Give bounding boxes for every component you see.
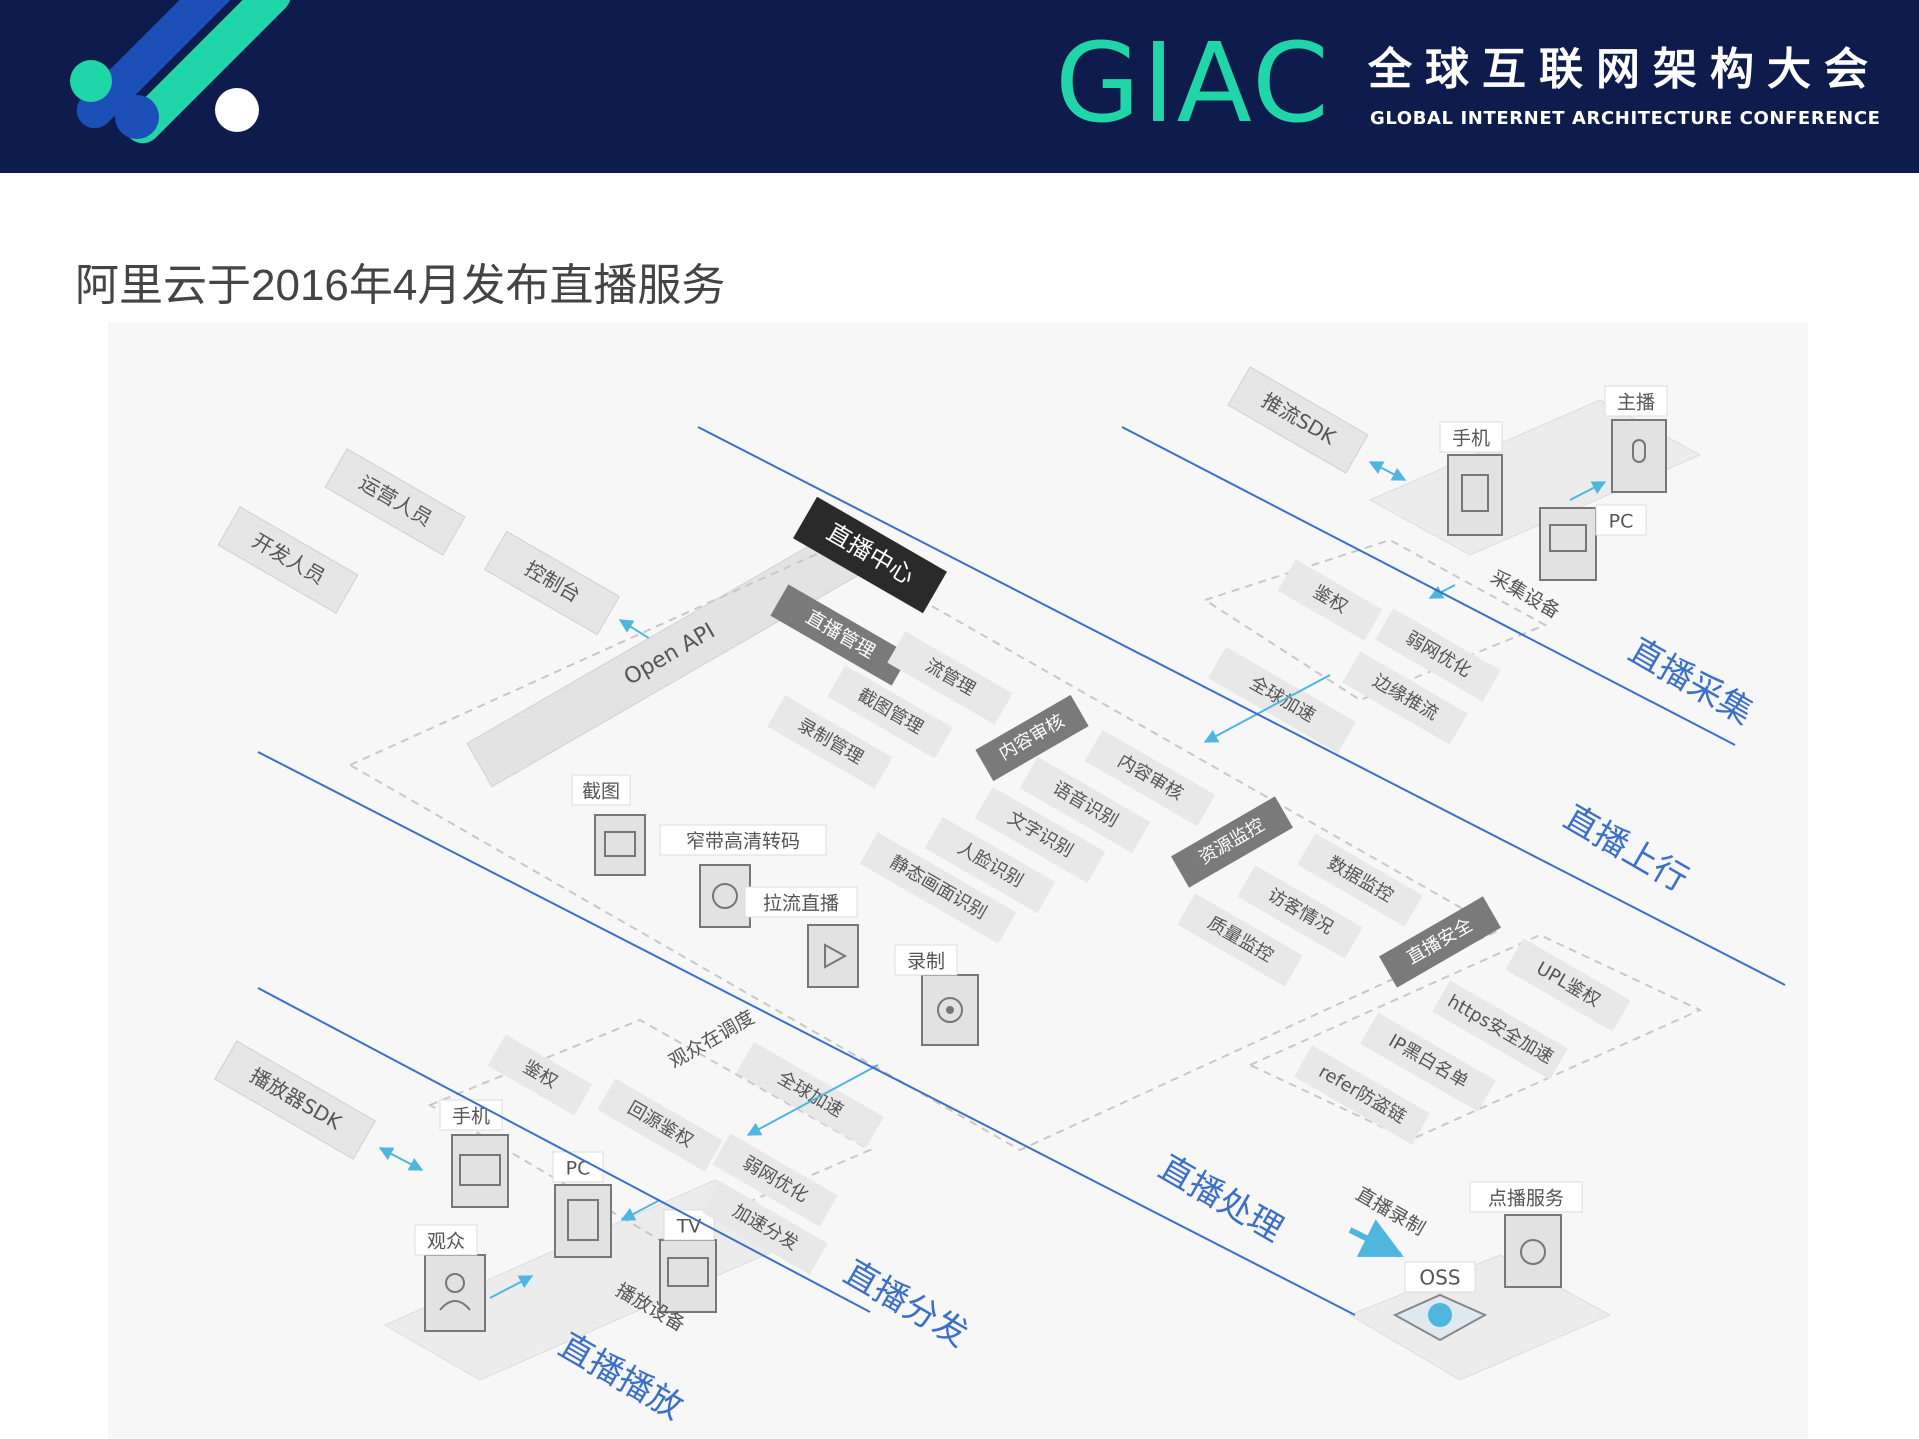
play-global-accel-box: 全球加速: [736, 1041, 884, 1149]
oss-label: OSS: [1419, 1266, 1460, 1290]
play-pc-label: PC: [566, 1158, 591, 1180]
live-record-label: 直播录制: [1352, 1183, 1429, 1240]
svg-text:直播处理: 直播处理: [1152, 1147, 1290, 1250]
ops-staff-box: 运营人员: [324, 448, 466, 556]
play-icon: [712, 883, 738, 909]
play-auth-box: 鉴权: [487, 1034, 593, 1116]
sdk-arrow: [1368, 461, 1407, 481]
player-sdk-arrow: [378, 1147, 424, 1171]
capture-flow-line: [1121, 426, 1736, 746]
audience-arrow: [489, 1275, 534, 1299]
pc-arrow: [1569, 481, 1607, 501]
anchor-device: 主播: [1604, 385, 1668, 493]
capture-auth-box: 鉴权: [1277, 559, 1383, 641]
play-phone-device: 手机: [439, 1099, 509, 1208]
cloud-icon: [1428, 1303, 1452, 1327]
monitor-icon: [1549, 524, 1587, 552]
capture-phone-label: 手机: [1452, 428, 1490, 450]
pull-device: 拉流直播: [744, 886, 859, 988]
live-mgmt-header: 直播管理: [770, 584, 910, 686]
brand-dot: [115, 95, 159, 139]
snapshot-label: 截图: [582, 781, 620, 803]
flow-label-upstream: 直播上行: [1557, 797, 1695, 900]
upstream-flow-line: [697, 426, 1786, 986]
svg-text:直播采集: 直播采集: [1622, 630, 1760, 733]
giac-logo: GIAC: [1055, 19, 1331, 147]
dispatch-region: [427, 1018, 873, 1242]
tv-icon: [459, 1154, 501, 1186]
brand-dot: [70, 60, 112, 102]
distribute-flow-line: [257, 987, 871, 1313]
dev-staff-box: 开发人员: [217, 506, 359, 614]
image-icon: [604, 831, 636, 857]
accel-arrow: [746, 1064, 879, 1136]
pull-label: 拉流直播: [763, 893, 839, 915]
security-region: [1247, 933, 1703, 1142]
play-origin-auth-box: 回源鉴权: [597, 1078, 723, 1172]
vod-device: 点播服务: [1469, 1181, 1583, 1288]
push-sdk-box: 推流SDK: [1227, 366, 1369, 474]
capture-down-arrow: [1428, 584, 1456, 599]
play-phone-label: 手机: [452, 1106, 490, 1128]
live-security-item: UPL鉴权: [1505, 938, 1631, 1032]
capture-phone-device: 手机: [1439, 421, 1503, 536]
live-record-box: 直播录制: [1352, 1183, 1429, 1240]
play-icon: [824, 943, 848, 969]
flow-label-capture: 直播采集: [1622, 630, 1760, 733]
capture-pc-device: PC: [1539, 504, 1647, 581]
flow-label-distribute: 直播分发: [837, 1252, 975, 1355]
svg-text:直播上行: 直播上行: [1557, 797, 1695, 900]
audience-device: 观众: [414, 1224, 486, 1332]
phone-icon: [1461, 474, 1489, 512]
page-title: 阿里云于2016年4月发布直播服务: [75, 261, 726, 310]
snapshot-device: 截图: [571, 774, 646, 876]
vod-label: 点播服务: [1488, 1188, 1564, 1210]
audience-label: 观众: [427, 1231, 465, 1253]
phone-call-icon: [1520, 1239, 1546, 1265]
play-tv-label: TV: [676, 1216, 702, 1238]
process-flow-line: [257, 751, 1356, 1316]
console-box: 控制台: [484, 530, 620, 636]
conference-name-en: GLOBAL INTERNET ARCHITECTURE CONFERENCE: [1370, 108, 1881, 129]
record-label: 录制: [907, 951, 945, 973]
svg-text:https安全加速: https安全加速: [1444, 991, 1557, 1068]
distribute-arrow: [620, 1199, 661, 1221]
brand-dot: [215, 88, 259, 132]
oss-device: OSS: [1392, 1261, 1488, 1342]
monitor-icon: [667, 1257, 709, 1287]
record-icon: [937, 997, 963, 1023]
flow-label-process: 直播处理: [1152, 1147, 1290, 1250]
player-sdk-box: 播放器SDK: [214, 1040, 376, 1160]
phone-icon: [567, 1199, 599, 1241]
svg-text:直播播放: 直播播放: [552, 1325, 690, 1428]
conference-name-cn: 全球互联网架构大会: [1368, 44, 1881, 95]
live-center-region: [347, 546, 1503, 1152]
svg-text:直播分发: 直播分发: [837, 1252, 975, 1355]
play-pc-device: PC: [552, 1151, 612, 1258]
person-icon: [445, 1273, 465, 1293]
microphone-icon: [1632, 439, 1646, 463]
anchor-label: 主播: [1617, 392, 1655, 414]
flow-label-play: 直播播放: [552, 1325, 690, 1428]
play-accel-dist-box: 加速分发: [702, 1181, 828, 1275]
record-device: 录制: [894, 944, 979, 1046]
upstream-arrow: [1203, 674, 1331, 743]
header-banner: GIAC 全球互联网架构大会 GLOBAL INTERNET ARCHITECT…: [0, 0, 1919, 173]
edge-region: [1202, 538, 1548, 702]
play-tv-device: TV: [659, 1209, 717, 1313]
transcode-label: 窄带高清转码: [686, 831, 800, 853]
record-arrow: [1348, 1219, 1404, 1258]
capture-pc-label: PC: [1609, 511, 1634, 533]
